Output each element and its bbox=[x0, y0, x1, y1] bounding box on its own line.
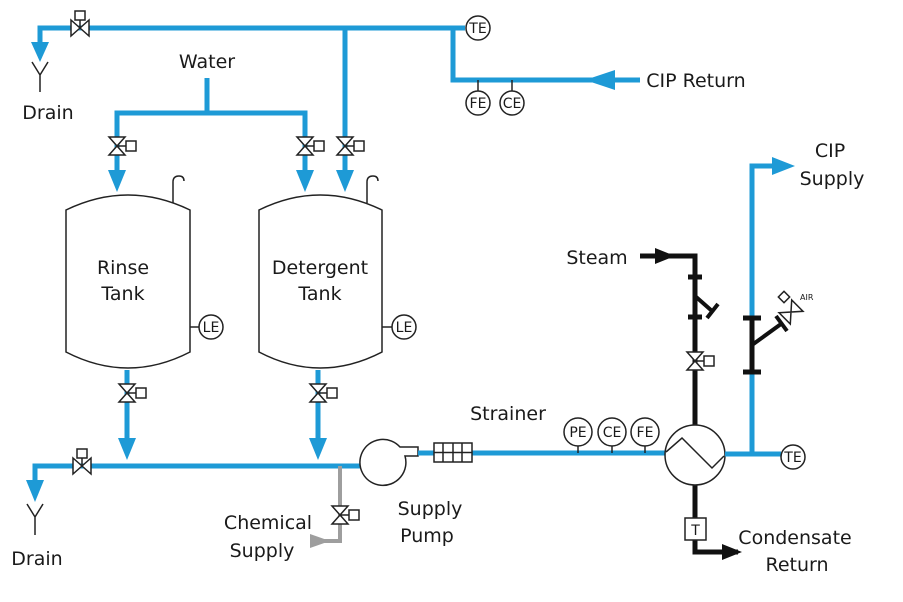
drain-valve-bottom[interactable] bbox=[72, 448, 92, 475]
detergent-water-valve[interactable] bbox=[296, 136, 325, 156]
air-label: AIR bbox=[800, 293, 814, 302]
te-supply: TE bbox=[780, 444, 806, 470]
svg-text:Detergent: Detergent bbox=[272, 257, 368, 279]
rinse-water-valve[interactable] bbox=[108, 136, 137, 156]
flow-arrow-icon bbox=[336, 170, 354, 192]
supply-pump-label: Supply bbox=[398, 498, 463, 520]
detergent-outlet-valve[interactable] bbox=[309, 383, 338, 403]
steam-label: Steam bbox=[566, 247, 627, 269]
cip-return-label: CIP Return bbox=[646, 70, 745, 92]
supply-pump-label: Pump bbox=[400, 525, 454, 547]
water-label: Water bbox=[179, 51, 235, 73]
suction-header bbox=[26, 370, 395, 502]
svg-text:CE: CE bbox=[503, 96, 522, 112]
svg-text:CE: CE bbox=[603, 425, 622, 441]
cip-return-line bbox=[31, 25, 640, 192]
rinse-tank: Rinse Tank LE bbox=[65, 175, 224, 369]
chemical-supply-line bbox=[310, 466, 342, 548]
svg-text:T: T bbox=[690, 523, 700, 539]
detergent-return-valve[interactable] bbox=[336, 136, 365, 156]
pe-supply: PE bbox=[563, 417, 593, 453]
rinse-outlet-valve[interactable] bbox=[118, 383, 147, 403]
steam-trap: T bbox=[684, 517, 707, 541]
te-top: TE bbox=[465, 15, 491, 41]
cip-supply-label: CIP bbox=[815, 140, 845, 162]
svg-text:Tank: Tank bbox=[297, 283, 341, 305]
drain-label-top: Drain bbox=[22, 102, 73, 124]
svg-text:FE: FE bbox=[637, 425, 654, 441]
cip-supply-label: Supply bbox=[800, 168, 865, 190]
condensate-return-label: Return bbox=[765, 554, 828, 576]
svg-text:TE: TE bbox=[783, 450, 801, 466]
svg-text:FE: FE bbox=[470, 96, 487, 112]
flow-arrow-icon bbox=[585, 70, 615, 90]
supply-pump[interactable] bbox=[359, 438, 419, 487]
le-rinse: LE bbox=[203, 320, 220, 336]
condensate-return-label: Condensate bbox=[738, 527, 851, 549]
drain-label-bottom: Drain bbox=[11, 548, 62, 570]
chemical-supply-valve[interactable] bbox=[331, 505, 360, 525]
chemical-supply-label: Supply bbox=[230, 540, 295, 562]
drain-icon bbox=[31, 61, 49, 92]
svg-text:TE: TE bbox=[468, 21, 486, 37]
ce-return: CE bbox=[499, 80, 525, 116]
fe-supply: FE bbox=[630, 417, 660, 453]
air-valve[interactable] bbox=[778, 299, 804, 325]
heat-exchanger bbox=[664, 424, 726, 486]
drain-valve-top[interactable] bbox=[70, 10, 90, 37]
steam-valve[interactable] bbox=[686, 351, 715, 371]
strainer-label: Strainer bbox=[470, 403, 546, 425]
ce-supply: CE bbox=[597, 417, 627, 453]
chemical-supply-label: Chemical bbox=[224, 512, 312, 534]
drain-icon bbox=[26, 503, 44, 535]
svg-text:PE: PE bbox=[569, 425, 586, 441]
flow-arrow-icon bbox=[31, 42, 49, 62]
air-actuator-icon bbox=[777, 290, 791, 304]
strainer[interactable] bbox=[433, 442, 473, 463]
cip-supply-line bbox=[725, 157, 795, 457]
detergent-tank: Detergent Tank LE bbox=[258, 175, 417, 369]
le-detergent: LE bbox=[396, 320, 413, 336]
fe-return: FE bbox=[465, 80, 491, 116]
water-line bbox=[108, 78, 314, 192]
steam-line bbox=[640, 248, 742, 560]
svg-text:Tank: Tank bbox=[100, 283, 144, 305]
svg-text:Rinse: Rinse bbox=[97, 257, 149, 279]
